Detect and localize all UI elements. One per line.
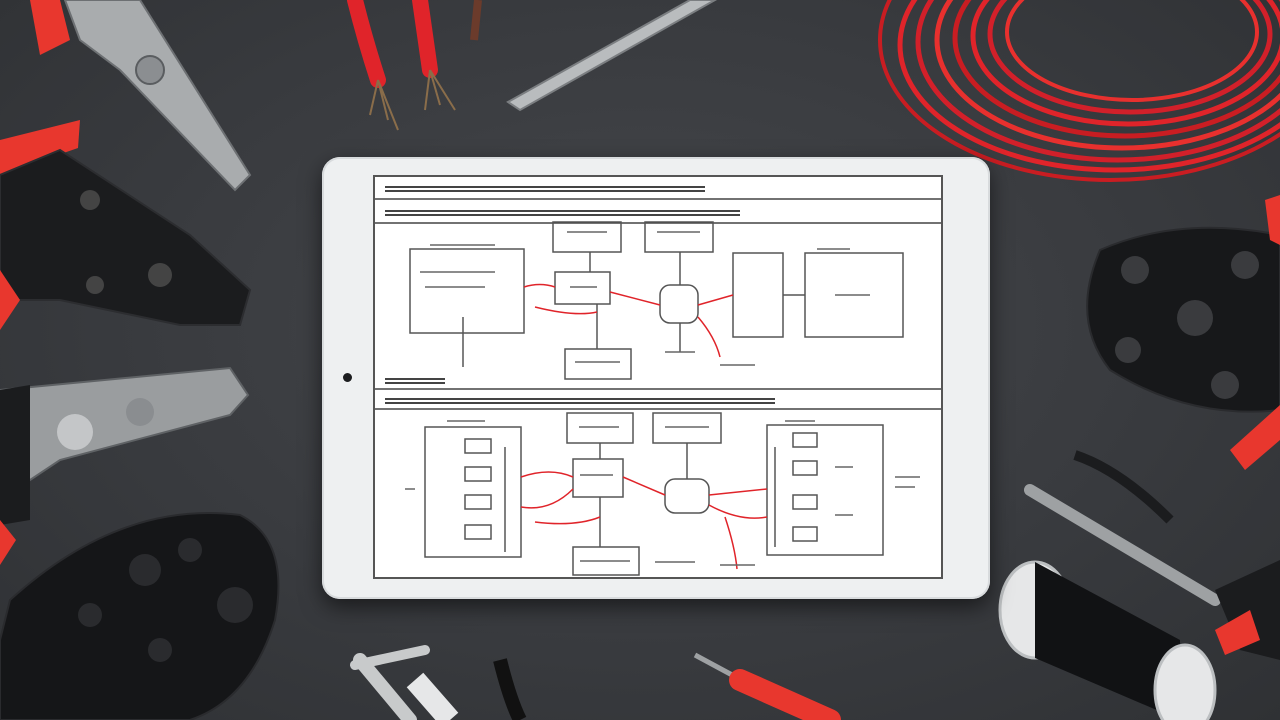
crimping-tool-left <box>0 120 252 330</box>
tablet-screen <box>373 175 943 579</box>
tablet-device <box>322 157 990 599</box>
bottom-clips <box>350 645 841 720</box>
screwdriver-right <box>1024 450 1280 660</box>
needle-nose-pliers <box>30 0 252 192</box>
upper-red-wires <box>523 283 734 358</box>
upper-labels <box>420 231 870 366</box>
wiring-diagram <box>375 186 941 576</box>
lower-circuit <box>424 412 884 576</box>
lower-labels <box>405 420 920 566</box>
red-wire-leads <box>347 0 482 131</box>
crimper-head-bottom-left <box>0 512 280 720</box>
crimping-tool-right <box>1086 195 1280 470</box>
diagram-header <box>375 186 941 410</box>
long-nose-pliers <box>506 0 718 112</box>
camera-dot <box>343 373 352 382</box>
lower-red-wires <box>520 471 768 570</box>
black-wire-spool <box>998 560 1217 720</box>
wire-stripper-left <box>0 366 250 565</box>
red-wire-spool <box>878 0 1280 182</box>
